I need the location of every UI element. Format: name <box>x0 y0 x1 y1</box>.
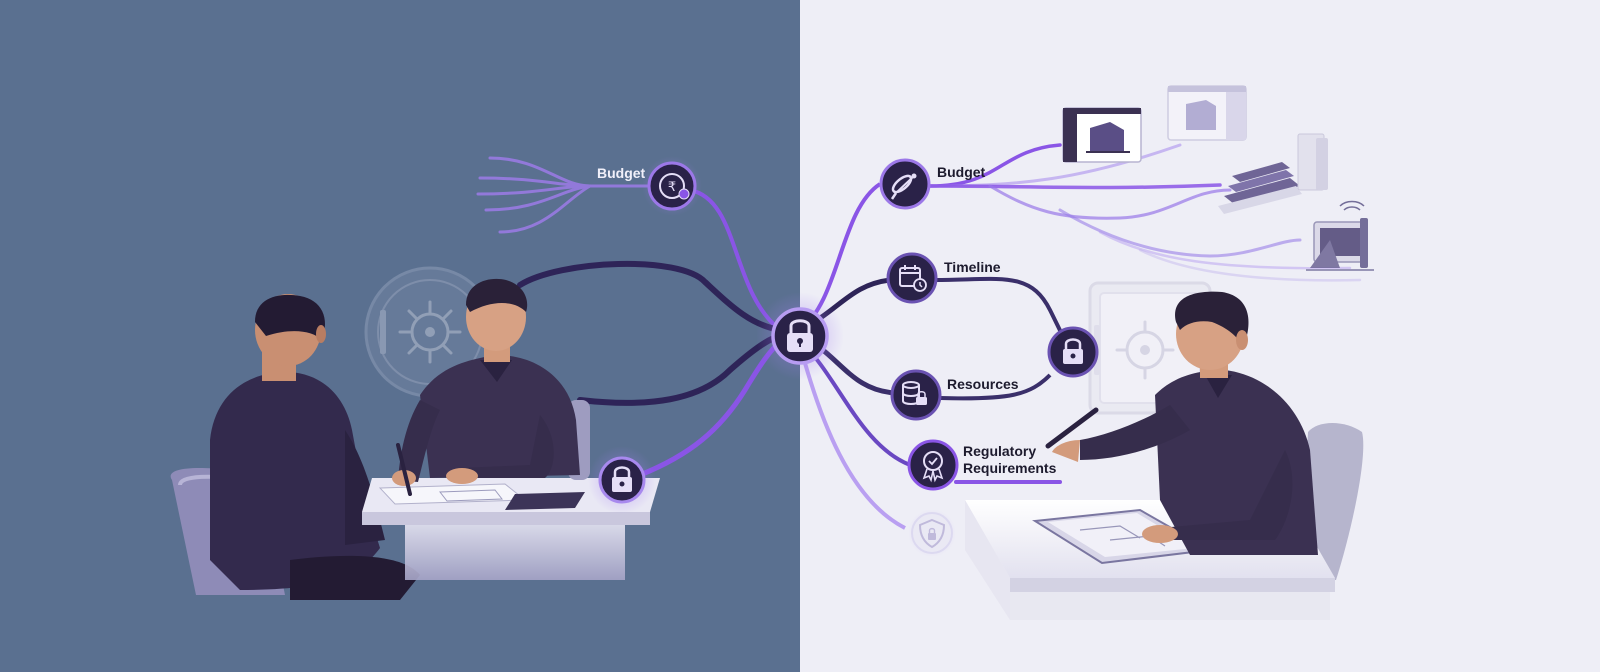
left-man-back-view <box>210 294 420 600</box>
padlock-icon <box>588 446 656 514</box>
padlock-icon <box>756 292 844 380</box>
left-man-front-view <box>392 278 580 496</box>
satellite-dish-icon <box>879 158 931 210</box>
budget-label: Budget <box>937 164 986 180</box>
monitor-device <box>1306 200 1374 271</box>
link-upper-dark <box>517 260 783 333</box>
timeline-label: Timeline <box>944 259 1001 275</box>
blueprint-window-1 <box>1062 107 1142 163</box>
svg-text:₹: ₹ <box>668 180 676 195</box>
left-budget-fan <box>476 156 657 234</box>
budget-sub-branches <box>928 143 1362 282</box>
books-stack <box>1218 133 1328 214</box>
regulatory-label-line-1: Regulatory <box>963 443 1036 459</box>
padlock-icon <box>1047 326 1099 378</box>
blueprint-window-2 <box>1167 85 1247 141</box>
left-budget-label: Budget <box>597 165 646 181</box>
shield-lock-icon <box>908 509 956 557</box>
resources-label: Resources <box>947 376 1019 392</box>
right-man <box>1045 291 1318 555</box>
rupee-coin-icon: ₹ <box>642 156 702 216</box>
award-badge-icon <box>907 439 959 491</box>
link-resources-lock <box>939 373 1052 401</box>
regulatory-label-line-2: Requirements <box>963 460 1057 476</box>
database-lock-icon <box>890 369 942 421</box>
calendar-clock-icon <box>886 252 938 304</box>
left-desk <box>362 478 660 580</box>
